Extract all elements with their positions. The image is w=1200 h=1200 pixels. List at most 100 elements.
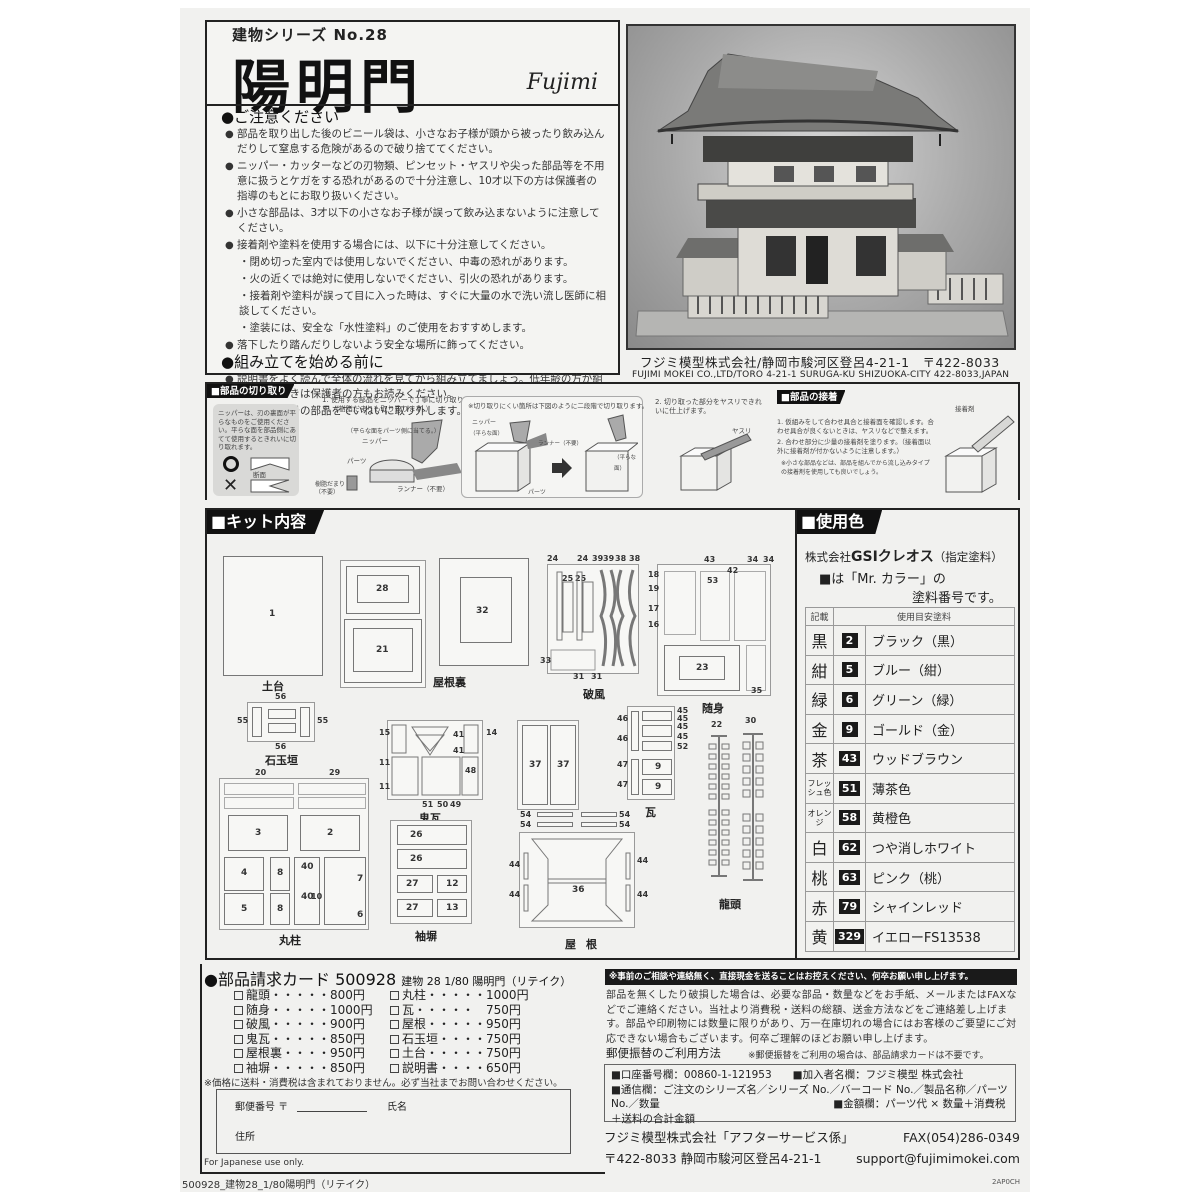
runner-ogre-tile [387,720,483,800]
part-label: 15 [379,728,391,737]
part-1: 1 [223,556,323,676]
caution-item: 落下したり踏んだりしないよう安全な場所に飾ってください。 [225,338,606,353]
two-step-box: ※切り取りにくい箇所は下図のように二段階で切り取ります。 ニッパー （平らな面）… [461,396,648,498]
support-email[interactable]: support@fujimimokei.com [856,1151,1020,1166]
part-label: 43 [704,555,716,564]
caution-item: 小さな部品は、3才以下の小さなお子様が誤って飲み込まないように注意してください。 [225,206,606,236]
checkbox[interactable] [234,1005,243,1015]
group-label: 石玉垣 [265,754,298,767]
request-item[interactable]: 屋根・・・・・950円 [390,1017,529,1032]
paint-number-badge: 63 [838,869,861,885]
cut-label: （平らな面をパーツ側に当てる。） [347,428,440,435]
glue-label: 接着剤 [955,405,975,413]
part-5: 5 [224,893,264,925]
runner-sleeve-wall: 26 26 27 12 27 13 [390,820,472,924]
part-label: 30 [745,716,757,725]
checkbox[interactable] [390,991,399,1000]
part-23: 23 [664,645,740,691]
checkbox[interactable] [390,1034,399,1044]
wrong-icon: ✕ [223,475,239,496]
address-field[interactable] [262,1124,562,1144]
part-3: 3 [228,815,288,851]
part-8: 8 [270,857,290,891]
two-step-label: （平らな面） [470,431,504,437]
checkbox[interactable] [234,1020,243,1029]
mr-color-note-2: 塗料番号です。 [912,591,1002,606]
cut-label: パーツ [347,457,367,465]
paint-number-badge: 2 [841,632,858,648]
parts-request-card: ●部品請求カード 500928 建物 28 1/80 陽明門（リテイク） 龍頭・… [200,964,605,1174]
request-item[interactable]: 屋根裏・・・・950円 [234,1046,373,1061]
payee-name: ■加入者名欄：フジミ模型 株式会社 [792,1069,964,1081]
checkbox[interactable] [234,1034,243,1044]
caution-heading: ●ご注意ください [221,108,340,126]
checkbox[interactable] [390,1005,399,1015]
checkbox[interactable] [390,1049,399,1058]
part-label: 50 [437,800,449,809]
request-item[interactable]: 瓦・・・・・ 750円 [390,1003,529,1018]
runner-guardian: 23 [657,564,771,696]
caution-subitem: ・火の近くでは絶対に使用しないでください、引火の恐れがあります。 [239,273,574,285]
cut-label: ランナー（不要） [397,485,449,493]
part-label: 16 [648,620,660,629]
checkbox[interactable] [234,1049,243,1058]
paint-number-badge: 79 [838,899,861,915]
two-step-label: ランナー（不要） [538,441,583,447]
part-label: 46 [617,734,629,743]
header-box: 建物シリーズ No.28 陽明門 Fujimi ●ご注意ください 部品を取り出し… [205,20,620,432]
postal-code-field[interactable] [297,1110,367,1112]
checkbox[interactable] [390,1020,399,1029]
group-label: 瓦 [645,806,656,819]
for-japanese-note: For Japanese use only. [204,1158,305,1168]
request-item[interactable]: 丸柱・・・・・1000円 [390,988,529,1003]
paint-colors-panel: ■使用色 株式会社GSIクレオス（指定塗料） ■は「Mr. カラー」の 塗料番号… [795,508,1020,960]
correct-icon [223,456,239,472]
checkbox[interactable] [234,1063,243,1073]
part-label: 35 [751,686,763,695]
mr-color-note: ■は「Mr. カラー」の [819,572,946,587]
account-number: ■口座番号欄：00860-1-121953 [611,1069,772,1081]
request-item[interactable]: 説明書・・・・650円 [390,1061,529,1076]
request-item[interactable]: 龍頭・・・・・800円 [234,988,373,1003]
part-label: 53 [707,576,719,585]
amount-field-info: ■金額欄：パーツ代 × 数量＋消費税＋送料の合計金額 [611,1098,1006,1125]
part-2: 2 [300,815,360,851]
caution-item: 部品を取り出した後のビニール袋は、小さなお子様が頭から被ったり飲み込んだりして窒… [225,127,606,157]
group-label: 丸柱 [279,934,301,947]
part-label: 45 [677,714,689,723]
cash-warning-bar: ※事前のご相談や連絡無く、直接現金を送ることはお控えください、何卒お願い申し上げ… [605,969,1017,985]
paint-number-badge: 329 [835,928,864,944]
message-field-info: ■通信欄：ご注文のシリーズ名／シリーズ No.／バーコード No.／製品名称／パ… [611,1083,1008,1111]
address-label: 住所 [235,1132,255,1143]
runner-tile: 9 9 [627,706,675,800]
two-step-label: ニッパー [472,419,497,426]
request-item[interactable]: 破風・・・・・900円 [234,1017,373,1032]
part-54 [581,812,617,817]
caution-item: 接着剤や塗料を使用する場合には、以下に十分注意してください。 [225,238,606,253]
part-label: 31 [591,672,603,681]
request-card-title: ●部品請求カード 500928 建物 28 1/80 陽明門（リテイク） [204,970,572,989]
part-label: 25 [575,574,587,583]
part-label: 11 [379,782,391,791]
part-label: 22 [711,720,723,729]
part-label: 47 [617,760,629,769]
two-step-label: （平らな面） [614,455,637,472]
request-item[interactable]: 鬼瓦・・・・・850円 [234,1032,373,1047]
name-field[interactable] [412,1094,562,1112]
postal-account-box: ■口座番号欄：00860-1-121953 ■加入者名欄：フジミ模型 株式会社 … [604,1064,1016,1125]
part-label: 24 [547,554,559,563]
group-label: 屋根裏 [433,676,466,689]
part-label: 19 [648,584,660,593]
part-label: 49 [450,800,462,809]
part-label: 45 [677,732,689,741]
checkbox[interactable] [234,991,243,1000]
request-item[interactable]: 土台・・・・・750円 [390,1046,529,1061]
request-item[interactable]: 石玉垣・・・・750円 [390,1032,529,1047]
cut-label: 樹脂だまり（不要） [315,481,345,496]
request-item[interactable]: 随身・・・・・1000円 [234,1003,373,1018]
checkbox[interactable] [390,1063,399,1073]
request-item[interactable]: 袖塀・・・・・850円 [234,1061,373,1076]
